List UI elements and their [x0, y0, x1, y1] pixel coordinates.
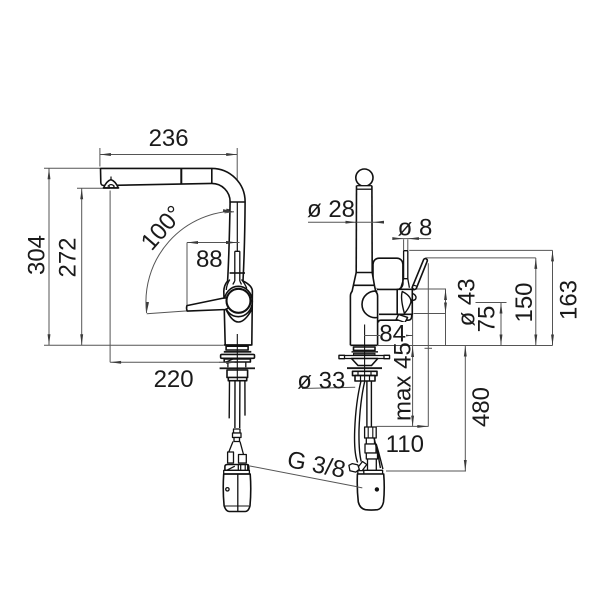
svg-text:88: 88 [196, 246, 223, 273]
svg-text:ø 33: ø 33 [297, 368, 345, 395]
svg-text:272: 272 [54, 237, 81, 277]
svg-text:ø 28: ø 28 [307, 196, 355, 223]
svg-text:163: 163 [556, 280, 583, 320]
svg-text:150: 150 [511, 282, 538, 322]
svg-text:ø 43: ø 43 [454, 278, 481, 326]
svg-text:75: 75 [474, 306, 501, 333]
svg-text:304: 304 [23, 235, 50, 275]
svg-text:max 45: max 45 [390, 342, 417, 421]
svg-text:110: 110 [386, 431, 424, 458]
svg-text:ø 8: ø 8 [398, 214, 433, 241]
svg-text:236: 236 [149, 125, 189, 152]
svg-text:84: 84 [379, 320, 406, 347]
svg-text:480: 480 [468, 387, 495, 427]
svg-text:220: 220 [154, 366, 194, 393]
